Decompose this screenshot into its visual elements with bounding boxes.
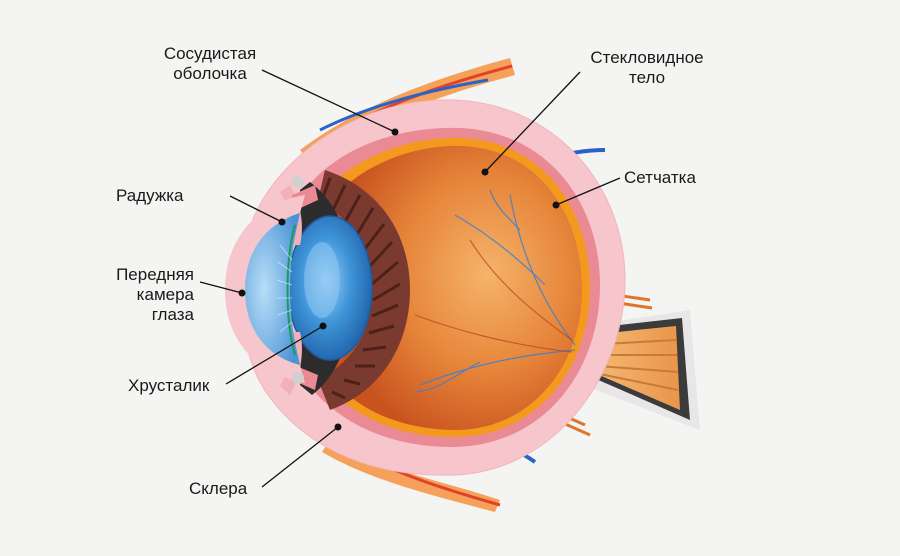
label-sclera: Склера — [189, 479, 248, 498]
cornea — [225, 195, 305, 383]
label-retina: Сетчатка — [624, 168, 696, 187]
label-choroid: Сосудистая оболочка — [146, 44, 274, 84]
leader-lines — [199, 69, 621, 488]
label-choroid-line2: оболочка — [173, 64, 247, 83]
label-iris: Радужка — [116, 186, 184, 205]
label-vitreous-body: Стекловидное тело — [574, 48, 720, 88]
label-anterior-chamber-line1: Передняя — [116, 265, 194, 284]
vitreous-body — [332, 145, 582, 430]
label-choroid-line1: Сосудистая — [163, 44, 257, 63]
label-vitreous-line1: Стекловидное — [590, 48, 704, 67]
label-anterior-chamber: Передняя камера глаза — [86, 265, 194, 325]
retinal-vessels — [414, 189, 576, 393]
label-lens: Хрусталик — [128, 376, 210, 395]
label-vitreous-line2: тело — [628, 68, 666, 87]
label-anterior-chamber-line2: камера — [136, 285, 194, 304]
label-anterior-chamber-line3: глаза — [151, 305, 194, 324]
leader-dots — [238, 128, 560, 431]
